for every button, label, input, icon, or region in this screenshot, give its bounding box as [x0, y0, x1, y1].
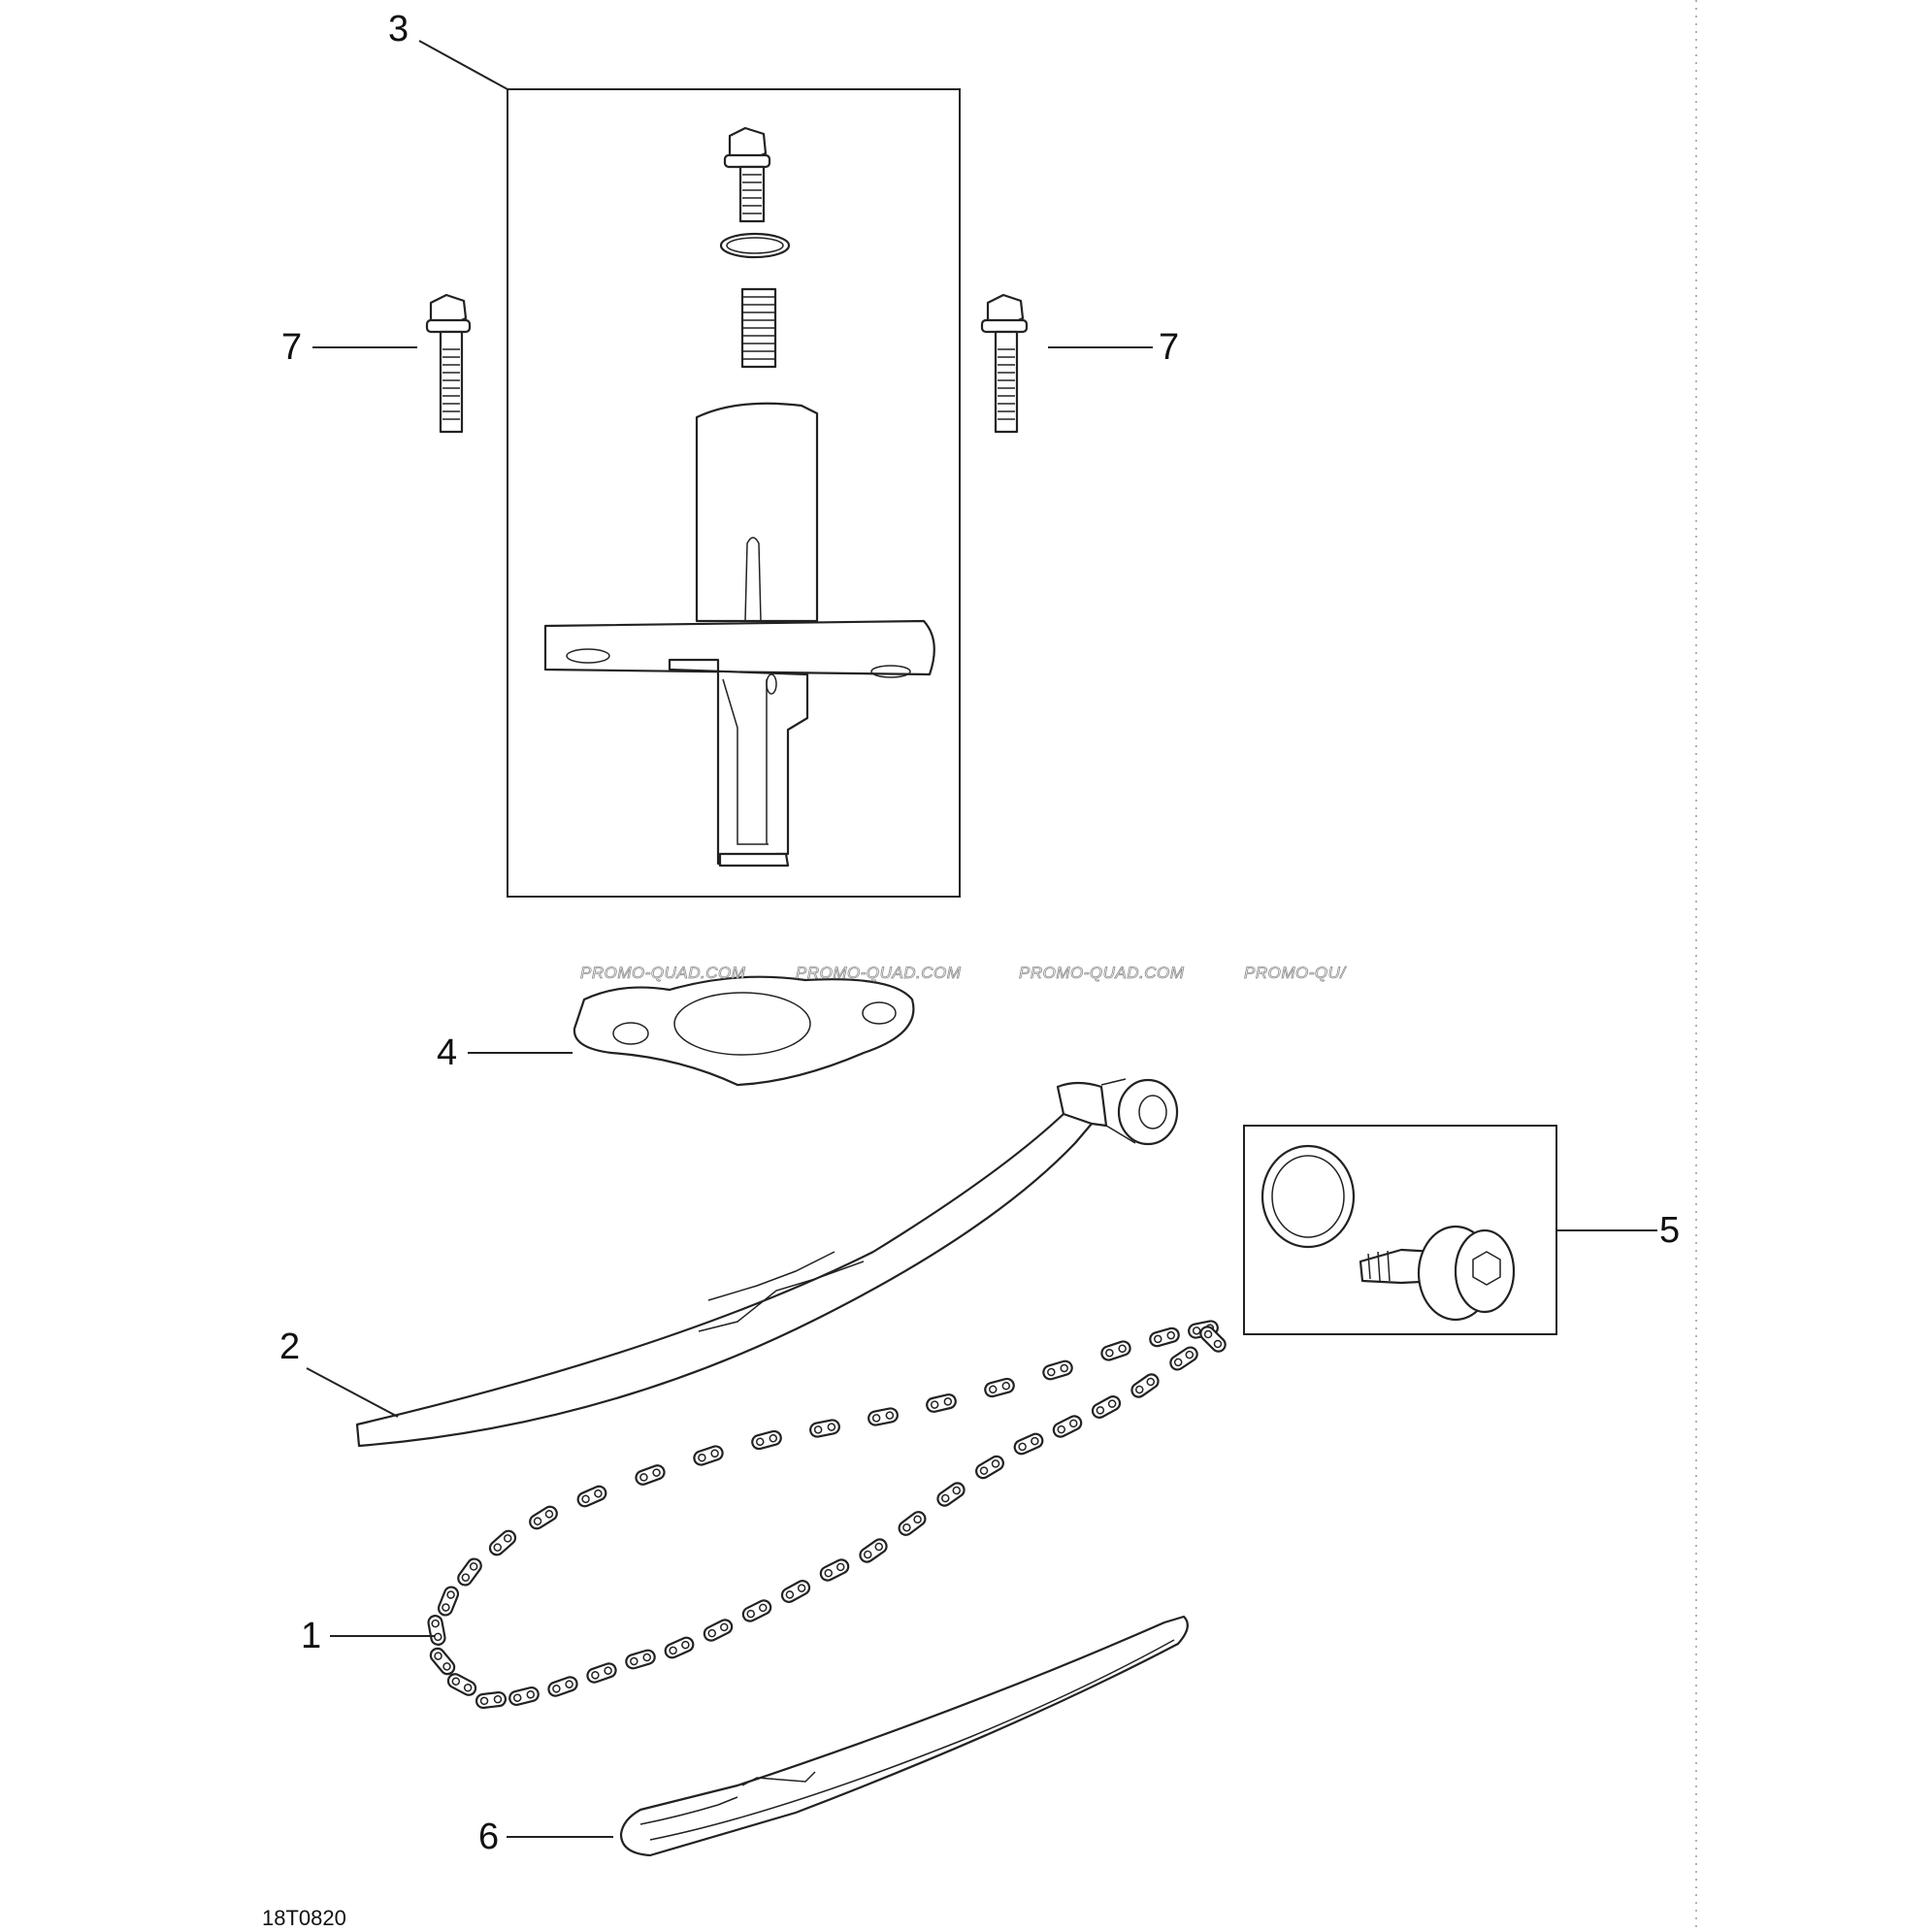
plug-kit [1243, 1125, 1557, 1335]
chain-link [586, 1662, 617, 1684]
chain-link [488, 1529, 517, 1556]
callout-7-right: 7 [1159, 327, 1179, 368]
chain-link [635, 1464, 666, 1486]
chain-link [437, 1586, 460, 1617]
tensioner-gasket [573, 975, 915, 1087]
chain-link [868, 1407, 899, 1426]
figure-reference: 18T0820 [262, 1906, 346, 1930]
timing-chain [427, 1320, 1227, 1710]
chain-link [1042, 1359, 1073, 1381]
mounting-bolt-left [425, 293, 472, 434]
tensioner-guide [355, 1078, 1179, 1448]
chain-link [926, 1393, 957, 1413]
callout-5: 5 [1659, 1210, 1680, 1251]
chain-link [664, 1636, 695, 1659]
leader-line-2 [306, 1367, 399, 1418]
chain-link [529, 1505, 558, 1530]
chain-link [429, 1647, 456, 1676]
chain-link [984, 1377, 1015, 1398]
chain-link [975, 1455, 1004, 1480]
callout-6: 6 [478, 1817, 499, 1857]
chain-link [751, 1429, 782, 1451]
watermark-text: PROMO-QUAD.COM [796, 964, 962, 982]
chain-link [625, 1649, 656, 1670]
chain-link [457, 1557, 482, 1587]
chain-link [703, 1619, 734, 1642]
callout-7-left: 7 [281, 327, 302, 368]
callout-3: 3 [388, 9, 409, 49]
plug-o-ring [1261, 1144, 1356, 1249]
tensioner-plug-bolt [723, 126, 771, 223]
callout-2: 2 [279, 1326, 300, 1367]
chain-link [859, 1538, 888, 1563]
tensioner-assembly-frame [507, 88, 961, 898]
chain-link [576, 1485, 607, 1508]
chain-link [898, 1511, 927, 1536]
callout-1: 1 [301, 1616, 321, 1656]
mounting-bolt-right [980, 293, 1029, 434]
plug-screw [1359, 1225, 1516, 1322]
chain-link [1091, 1395, 1122, 1419]
watermark-text: PROMO-QU/ [1244, 964, 1347, 982]
chain-link [427, 1615, 446, 1646]
chain-link [1052, 1415, 1083, 1438]
chain-link [936, 1482, 966, 1507]
chain-link [741, 1599, 772, 1622]
callout-4: 4 [437, 1032, 457, 1073]
watermark-text: PROMO-QUAD.COM [580, 964, 746, 982]
chain-link [1100, 1340, 1131, 1361]
tensioner-assembly [507, 88, 961, 898]
chain-link [1013, 1432, 1044, 1456]
chain-link [780, 1580, 811, 1603]
chain-guide [619, 1615, 1189, 1857]
chain-link [693, 1445, 724, 1466]
chain-link [809, 1419, 840, 1438]
chain-link [475, 1690, 508, 1710]
tensioner-spring [740, 287, 777, 369]
chain-link [547, 1676, 578, 1697]
chain-link [819, 1558, 850, 1582]
chain-link [1149, 1326, 1180, 1348]
chain-link [508, 1686, 540, 1707]
chain-link [446, 1673, 477, 1696]
leader-line-3 [418, 40, 508, 90]
chain-link [1169, 1346, 1198, 1371]
watermark-text: PROMO-QUAD.COM [1019, 964, 1185, 982]
tensioner-body [543, 402, 935, 868]
chain-link [1130, 1373, 1160, 1398]
